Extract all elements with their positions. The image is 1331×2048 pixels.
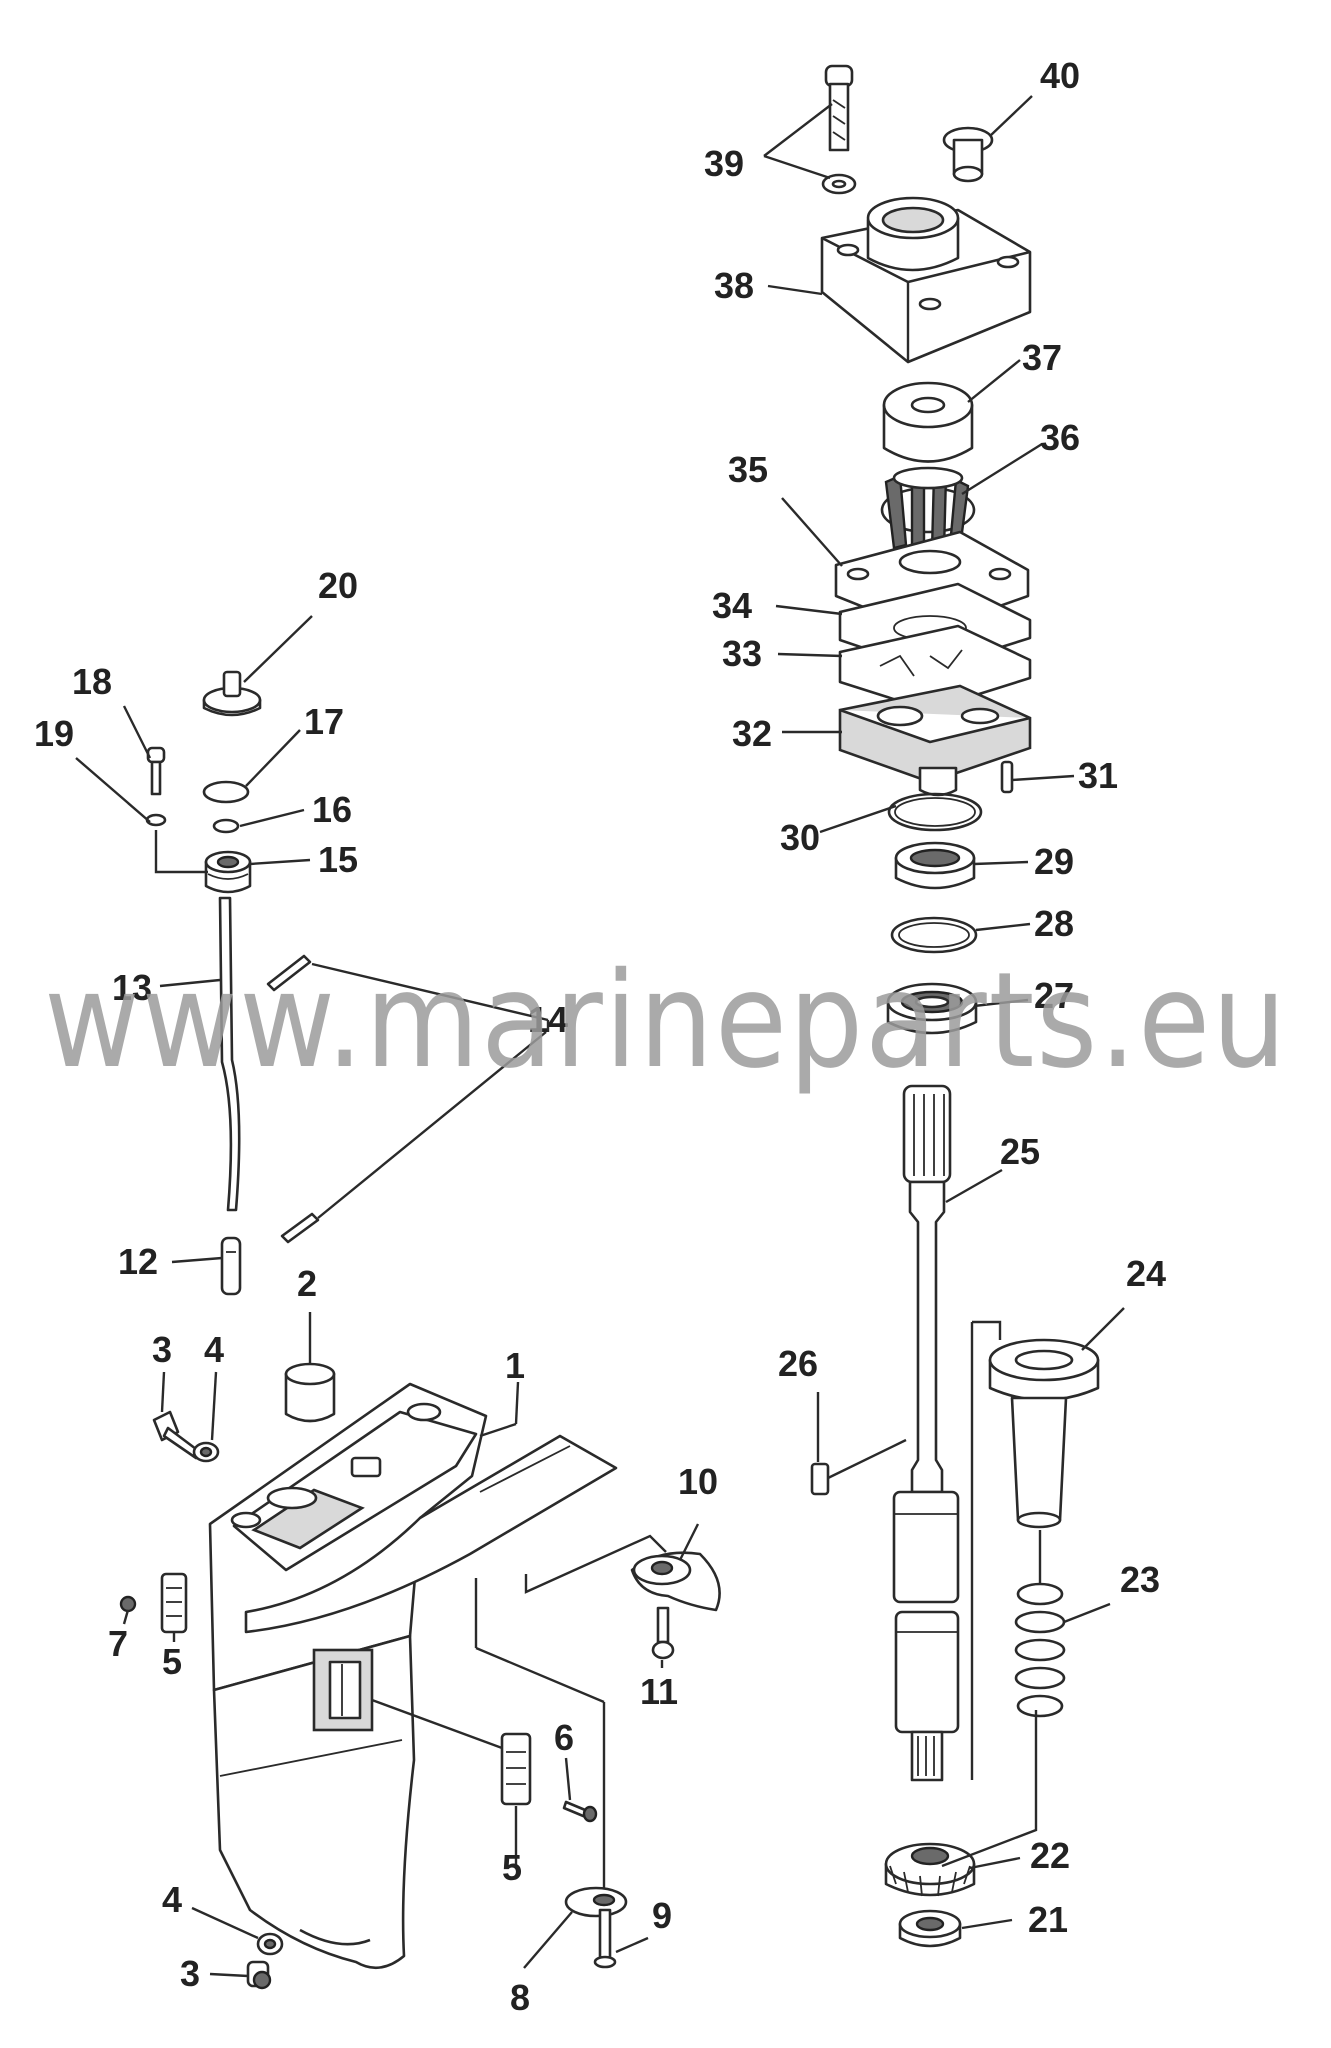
tube-o-ring-small (212, 818, 240, 834)
casing-bushing (284, 1362, 336, 1423)
callout-28: 28 (1034, 903, 1074, 944)
callout-7: 7 (108, 1623, 128, 1664)
callout-23: 23 (1120, 1559, 1160, 1600)
casing-washer-upper (192, 1441, 220, 1463)
callout-37: 37 (1022, 337, 1062, 378)
casing-bolt-lower (246, 1960, 272, 1990)
callout-38: 38 (714, 265, 754, 306)
callout-21: 21 (1028, 1899, 1068, 1940)
inlet-screen-upper (160, 1572, 188, 1634)
callout-11: 11 (640, 1671, 678, 1712)
callout-5-lower: 5 (502, 1847, 522, 1888)
callout-5-upper: 5 (162, 1641, 182, 1682)
callout-20: 20 (318, 565, 358, 606)
pump-housing-bolt (821, 64, 857, 195)
callout-40: 40 (1040, 55, 1080, 96)
callout-3-lower: 3 (180, 1953, 200, 1994)
callout-32: 32 (732, 713, 772, 754)
callout-16: 16 (312, 789, 352, 830)
callout-4-lower: 4 (162, 1879, 182, 1920)
callout-10: 10 (678, 1461, 718, 1502)
watermark: www.marineparts.eu (44, 944, 1288, 1098)
callout-9: 9 (652, 1895, 672, 1936)
casing-bolt-upper (152, 1410, 202, 1460)
water-tube-guide (988, 1338, 1100, 1529)
driveshaft (892, 1084, 960, 1782)
callout-6: 6 (554, 1717, 574, 1758)
callout-39: 39 (704, 143, 744, 184)
callout-33: 33 (722, 633, 762, 674)
callout-14: 14 (528, 999, 568, 1040)
callout-8: 8 (510, 1977, 530, 2018)
pump-grommet (942, 126, 994, 183)
callout-labels: 1 2 3 3 4 4 5 5 6 7 8 9 10 11 12 13 14 1… (34, 55, 1166, 2018)
casing-washer-lower (256, 1932, 284, 1956)
pinion-gear (884, 1842, 976, 1897)
callout-29: 29 (1034, 841, 1074, 882)
driveshaft-bearing (886, 982, 978, 1035)
o-ring (887, 792, 983, 832)
callout-30: 30 (780, 817, 820, 858)
callout-4-upper: 4 (204, 1329, 224, 1370)
callout-12: 12 (118, 1241, 158, 1282)
impeller-liner (882, 381, 974, 463)
shift-rod (266, 954, 320, 1244)
pump-base (838, 684, 1032, 797)
woodruff-key (810, 1462, 830, 1496)
callout-3-upper: 3 (152, 1329, 172, 1370)
circlip (890, 916, 978, 954)
callout-26: 26 (778, 1343, 818, 1384)
tube-seal-housing (204, 850, 252, 894)
tube-cap (202, 670, 262, 717)
anode (564, 1886, 628, 1918)
inlet-screen-lower (500, 1732, 532, 1806)
tube-housing-screw (145, 746, 167, 827)
lower-casing (208, 1382, 618, 1970)
tube-grommet (220, 1236, 242, 1296)
callout-35: 35 (728, 449, 768, 490)
inlet-screen-lower-screw (562, 1800, 598, 1823)
callout-1: 1 (505, 1345, 525, 1386)
callout-15: 15 (318, 839, 358, 880)
inlet-screen-screw (119, 1595, 137, 1613)
pinion-nut (898, 1909, 962, 1948)
callout-13: 13 (112, 967, 152, 1008)
anode-bolt (593, 1908, 617, 1969)
callout-18: 18 (72, 661, 112, 702)
callout-leaders (75, 95, 1125, 1978)
water-tube (218, 896, 241, 1212)
callout-34: 34 (712, 585, 752, 626)
callout-27: 27 (1034, 975, 1074, 1016)
callout-17: 17 (304, 701, 344, 742)
water-pump-housing (820, 196, 1032, 364)
trim-tab-bolt (651, 1606, 675, 1660)
trim-tab (630, 1551, 721, 1612)
callout-36: 36 (1040, 417, 1080, 458)
callout-19: 19 (34, 713, 74, 754)
callout-24: 24 (1126, 1253, 1166, 1294)
spring (1014, 1582, 1066, 1718)
dowel-pin (1000, 760, 1014, 794)
impeller (880, 466, 976, 554)
callout-31: 31 (1078, 755, 1118, 796)
oil-seal-upper (894, 841, 976, 890)
callout-2: 2 (297, 1263, 317, 1304)
callout-22: 22 (1030, 1835, 1070, 1876)
plate-gasket-lower (838, 624, 1032, 712)
tube-o-ring-large (202, 780, 250, 804)
callout-25: 25 (1000, 1131, 1040, 1172)
